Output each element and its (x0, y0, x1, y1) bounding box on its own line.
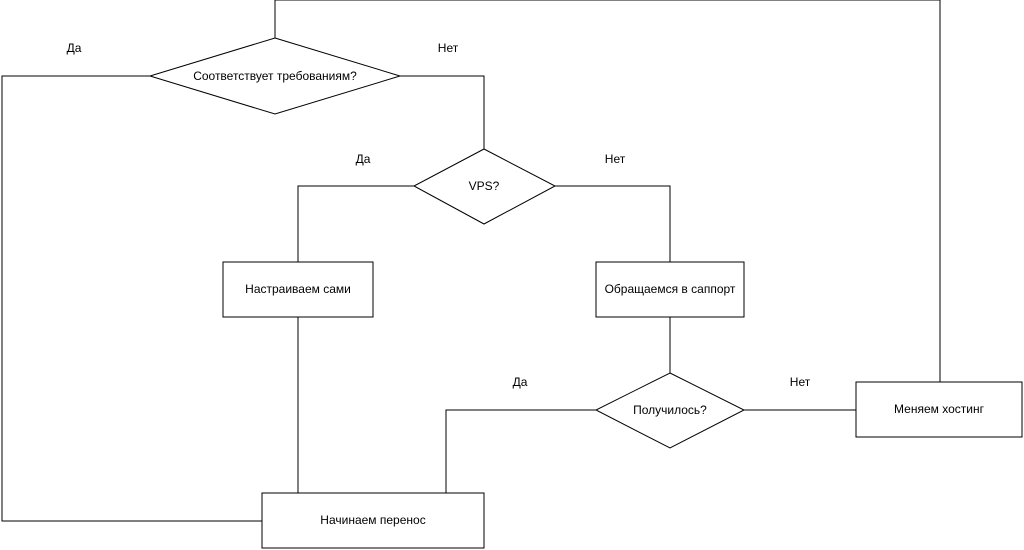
edges (1, 0, 941, 522)
edge-vps-yes (297, 185, 414, 262)
edge-requirements-yes (1, 75, 262, 522)
edge-label-worked-no: Нет (790, 375, 811, 389)
node-label: VPS? (469, 179, 500, 193)
edge-label-worked-yes: Да (513, 375, 528, 389)
node-label: Соответствует требованиям? (193, 69, 357, 83)
edge-label-vps-no: Нет (605, 152, 626, 166)
node-label: Настраиваем сами (245, 282, 351, 296)
decision-diamond (148, 37, 402, 115)
node-meets-requirements[interactable]: Соответствует требованиям? (148, 37, 402, 115)
edge-label-vps-yes: Да (356, 152, 371, 166)
node-worked[interactable]: Получилось? (594, 372, 746, 449)
decision-diamond (594, 372, 746, 449)
node-change-hosting[interactable]: Меняем хостинг (855, 381, 1023, 438)
decision-diamond (412, 148, 557, 225)
process-box (261, 492, 485, 549)
node-start-migration[interactable]: Начинаем перенос (261, 492, 485, 549)
node-contact-support[interactable]: Обращаемся в саппорт (595, 261, 745, 318)
node-label: Начинаем перенос (320, 513, 425, 527)
process-box (595, 261, 745, 318)
edge-label-requirements-yes: Да (67, 41, 82, 55)
edge-vps-no (555, 185, 671, 262)
node-label: Получилось? (633, 403, 707, 417)
edge-labels: Да Нет Да Нет Да Нет (67, 41, 811, 389)
edge-change-hosting-to-requirements (274, 0, 941, 382)
process-box (855, 381, 1023, 438)
node-label: Обращаемся в саппорт (605, 282, 736, 296)
process-box (222, 261, 374, 318)
edge-requirements-no (400, 75, 485, 149)
node-vps[interactable]: VPS? (412, 148, 557, 225)
edge-label-requirements-no: Нет (438, 41, 459, 55)
node-configure-ourselves[interactable]: Настраиваем сами (222, 261, 374, 318)
node-label: Меняем хостинг (894, 402, 985, 416)
edge-worked-yes (445, 409, 596, 493)
